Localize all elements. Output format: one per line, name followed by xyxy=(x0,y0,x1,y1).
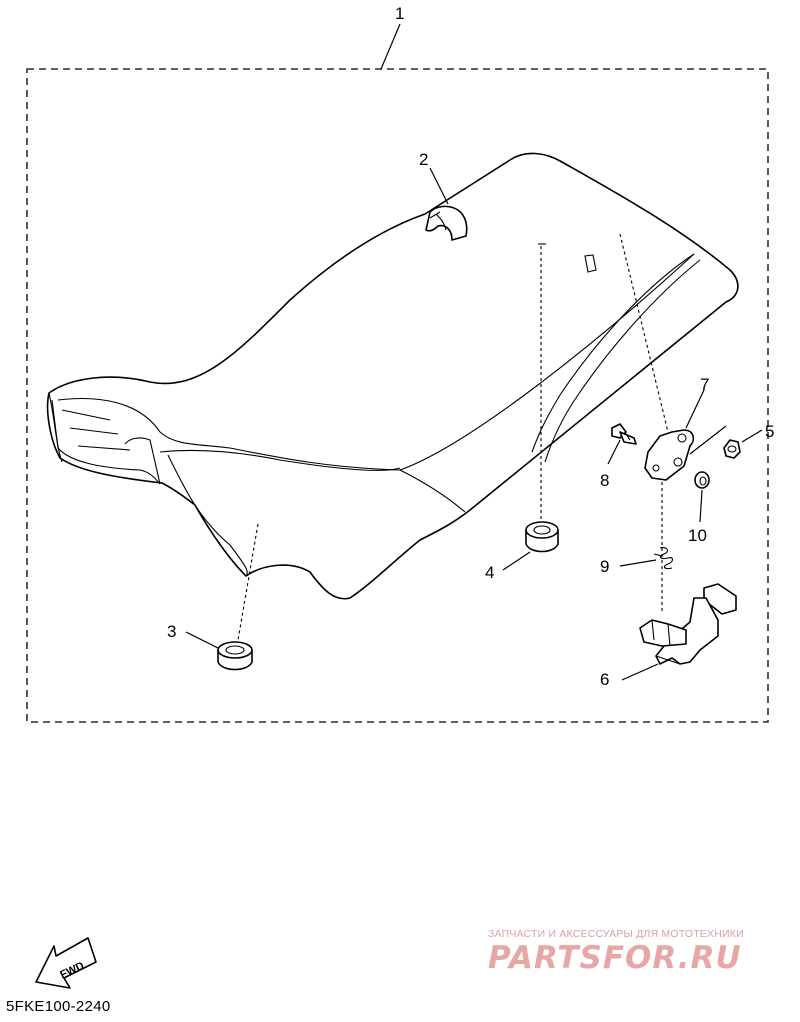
seat-lower-seam xyxy=(399,469,466,513)
callout-7: 7 xyxy=(700,375,709,394)
leader-8 xyxy=(607,439,621,465)
leader-1 xyxy=(380,23,401,70)
damper-rear xyxy=(525,521,559,553)
callout-8: 8 xyxy=(600,471,609,490)
spring xyxy=(653,547,674,570)
seat-top-edge xyxy=(57,253,695,471)
seat-side-seam xyxy=(167,454,248,577)
assembly-boundary xyxy=(26,68,769,723)
callout-6: 6 xyxy=(600,670,609,689)
callout-10: 10 xyxy=(688,526,707,545)
callout-1: 1 xyxy=(395,4,404,23)
seat-body xyxy=(46,152,739,600)
leader-4 xyxy=(502,551,531,571)
callout-4: 4 xyxy=(485,563,494,582)
seat-lock-lever xyxy=(639,583,737,665)
leader-6 xyxy=(621,663,659,681)
seat-front-lip xyxy=(48,392,63,463)
seat-top-edge-inner xyxy=(159,449,401,471)
diagram-part-code: 5FKE100-2240 xyxy=(6,998,111,1015)
leader-3 xyxy=(185,631,219,649)
seat xyxy=(46,152,739,600)
bolt xyxy=(611,423,637,445)
callout-9: 9 xyxy=(600,557,609,576)
callout-3: 3 xyxy=(167,622,176,641)
seat-hook-inner xyxy=(429,211,447,231)
callout-2: 2 xyxy=(419,150,428,169)
seat-rear-seam xyxy=(531,253,695,453)
guide-bracket xyxy=(619,233,669,433)
guide-3 xyxy=(237,523,259,641)
seat-rear-seam-2 xyxy=(544,259,701,463)
nut xyxy=(723,439,741,459)
seat-mark-1 xyxy=(584,254,597,273)
leader-10 xyxy=(699,489,703,523)
leader-9 xyxy=(619,559,657,567)
leader-7 xyxy=(685,389,705,429)
damper-front xyxy=(217,641,253,671)
watermark-logo: PARTSFOR.RU xyxy=(488,940,742,976)
callout-5: 5 xyxy=(765,422,774,441)
lock-bracket xyxy=(644,429,695,481)
fwd-arrow: FWD xyxy=(35,937,97,989)
watermark-subtitle: ЗАПЧАСТИ И АКСЕССУАРЫ ДЛЯ МОТОТЕХНИКИ xyxy=(488,928,744,940)
leader-2 xyxy=(429,167,449,205)
washer xyxy=(694,471,710,489)
seat-front-recess xyxy=(51,399,161,485)
leader-5 xyxy=(689,425,763,455)
